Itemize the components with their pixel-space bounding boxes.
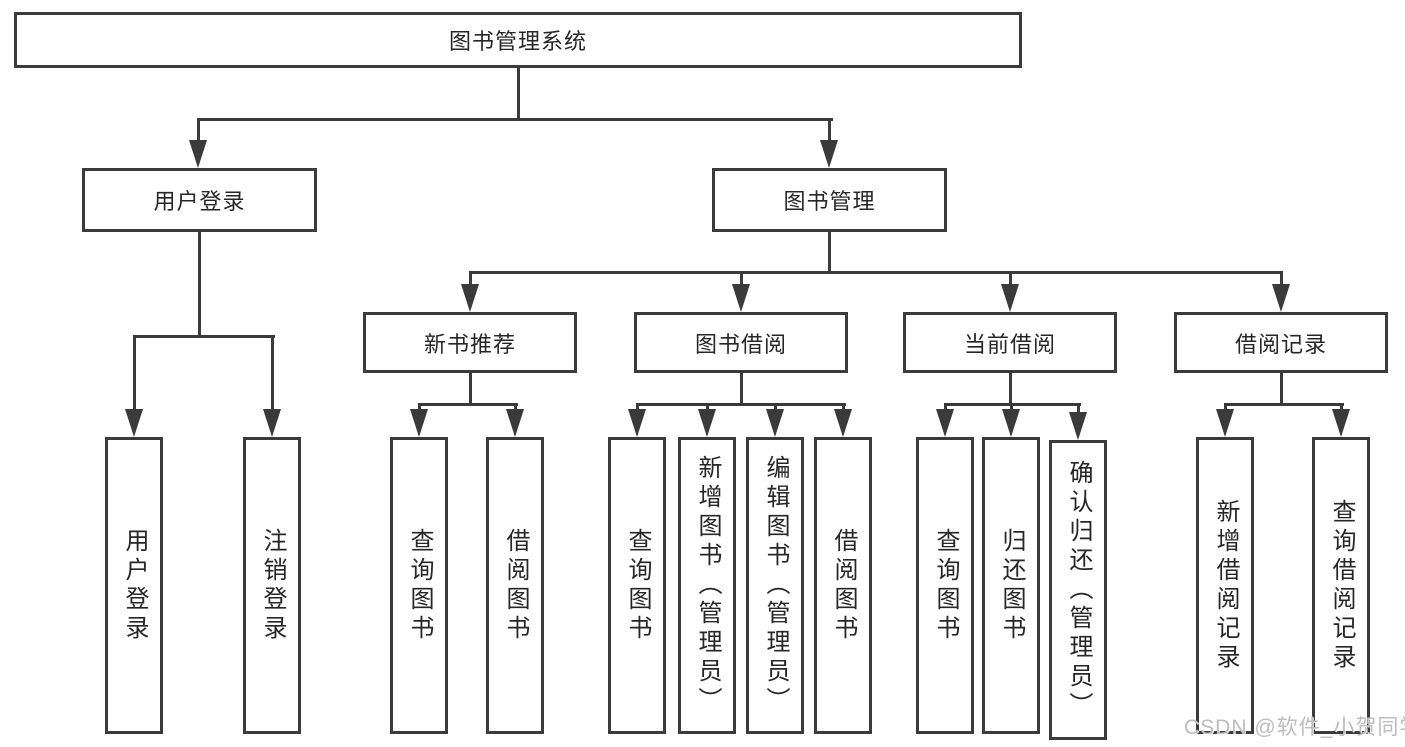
leaf-current-query-books: 查询图书 [916, 437, 974, 734]
arrow-down-icon [1001, 284, 1019, 312]
arrow-down-icon [1272, 284, 1290, 312]
connector-records-stem [1280, 373, 1283, 406]
node-root-label: 图书管理系统 [448, 29, 587, 54]
connector-drop [1280, 273, 1283, 286]
leaf-borrow-borrow-books-label: 借阅图书 [830, 527, 857, 644]
leaf-borrow-query-books: 查询图书 [608, 437, 666, 734]
connector-recommend-rail [418, 403, 518, 406]
arrow-down-icon [1216, 409, 1234, 437]
connector-drop [944, 405, 947, 411]
leaf-records-query-record-label: 查询借阅记录 [1328, 498, 1355, 673]
node-book-management-branch-label: 图书管理 [783, 189, 876, 214]
connector-root-stem [517, 68, 520, 120]
connector-recommend-stem [469, 373, 472, 406]
connector-drop [636, 405, 639, 411]
node-book-management-branch: 图书管理 [712, 168, 947, 232]
leaf-current-confirm-return-admin-label: 确认归还（管理员） [1065, 459, 1092, 721]
leaf-records-add-record-label: 新增借阅记录 [1212, 498, 1239, 673]
connector-level2-rail [197, 118, 833, 121]
connector-drop [1340, 405, 1343, 411]
node-new-book-recommendation: 新书推荐 [363, 312, 577, 373]
connector-drop [1010, 405, 1013, 411]
arrow-down-icon [263, 409, 281, 437]
arrow-down-icon [1069, 412, 1087, 440]
connector-drop [514, 405, 517, 411]
arrow-down-icon [732, 284, 750, 312]
node-current-borrowing: 当前借阅 [903, 312, 1117, 373]
node-current-borrowing-label: 当前借阅 [963, 331, 1056, 357]
leaf-borrow-edit-books-admin-label: 编辑图书（管理员） [762, 455, 789, 716]
connector-drop [706, 405, 709, 411]
leaf-user-login: 用户登录 [105, 437, 163, 734]
leaf-current-return-books-label: 归还图书 [998, 527, 1025, 644]
leaf-borrow-borrow-books: 借阅图书 [814, 437, 872, 734]
leaf-recommend-borrow-books-label: 借阅图书 [502, 527, 529, 644]
connector-records-rail [1224, 403, 1344, 406]
leaf-logout: 注销登录 [243, 437, 301, 734]
connector-book-mgmt-drop [828, 120, 831, 146]
arrow-down-icon [506, 409, 524, 437]
arrow-down-icon [628, 409, 646, 437]
arrow-down-icon [820, 140, 838, 168]
arrow-down-icon [461, 284, 479, 312]
arrow-down-icon [834, 409, 852, 437]
arrow-down-icon [410, 409, 428, 437]
arrow-down-icon [936, 409, 954, 437]
connector-drop [418, 405, 421, 411]
arrow-down-icon [189, 140, 207, 168]
connector-borrowing-stem [740, 373, 743, 406]
node-book-borrowing-label: 图书借阅 [694, 331, 787, 357]
node-root: 图书管理系统 [14, 12, 1022, 68]
leaf-borrow-edit-books-admin: 编辑图书（管理员） [746, 437, 804, 734]
node-borrowing-records-label: 借阅记录 [1234, 331, 1327, 357]
connector-book-mgmt-stem [828, 232, 831, 273]
leaf-recommend-query-books-label: 查询图书 [406, 527, 433, 644]
leaf-current-confirm-return-admin: 确认归还（管理员） [1049, 440, 1107, 740]
leaf-recommend-borrow-books: 借阅图书 [486, 437, 544, 734]
connector-drop [469, 273, 472, 286]
node-new-book-recommendation-label: 新书推荐 [423, 331, 516, 357]
connector-drop [1077, 405, 1080, 414]
connector-drop [774, 405, 777, 411]
leaf-borrow-add-books-admin-label: 新增图书（管理员） [694, 455, 721, 716]
connector-drop [842, 405, 845, 411]
connector-level3-rail [469, 271, 1283, 274]
node-borrowing-records: 借阅记录 [1174, 312, 1388, 373]
leaf-records-query-record: 查询借阅记录 [1312, 437, 1370, 734]
node-book-borrowing: 图书借阅 [634, 312, 848, 373]
arrow-down-icon [766, 409, 784, 437]
leaf-logout-label: 注销登录 [259, 527, 286, 644]
leaf-borrow-add-books-admin: 新增图书（管理员） [678, 437, 736, 734]
connector-drop [1009, 273, 1012, 286]
leaf-borrow-query-books-label: 查询图书 [624, 527, 651, 644]
csdn-watermark: CSDN @软件_小贺同学 [1184, 716, 1405, 739]
leaf-user-login-label: 用户登录 [121, 527, 148, 644]
arrow-down-icon [1002, 409, 1020, 437]
leaf-current-query-books-label: 查询图书 [932, 527, 959, 644]
connector-drop [1224, 405, 1227, 411]
arrow-down-icon [125, 409, 143, 437]
leaf-recommend-query-books: 查询图书 [390, 437, 448, 734]
connector-current-rail [944, 403, 1081, 406]
connector-drop [740, 273, 743, 286]
node-user-login-branch: 用户登录 [82, 168, 317, 232]
arrow-down-icon [1332, 409, 1350, 437]
leaf-current-return-books: 归还图书 [982, 437, 1040, 734]
leaf-records-add-record: 新增借阅记录 [1196, 437, 1254, 734]
connector-user-login-stem [198, 232, 201, 338]
arrow-down-icon [698, 409, 716, 437]
connector-drop [133, 337, 136, 411]
connector-borrowing-rail [636, 403, 846, 406]
connector-user-login-rail [133, 335, 275, 338]
connector-current-stem [1009, 373, 1012, 406]
connector-drop [271, 337, 274, 411]
node-user-login-branch-label: 用户登录 [153, 189, 246, 214]
connector-user-login-drop [197, 120, 200, 146]
